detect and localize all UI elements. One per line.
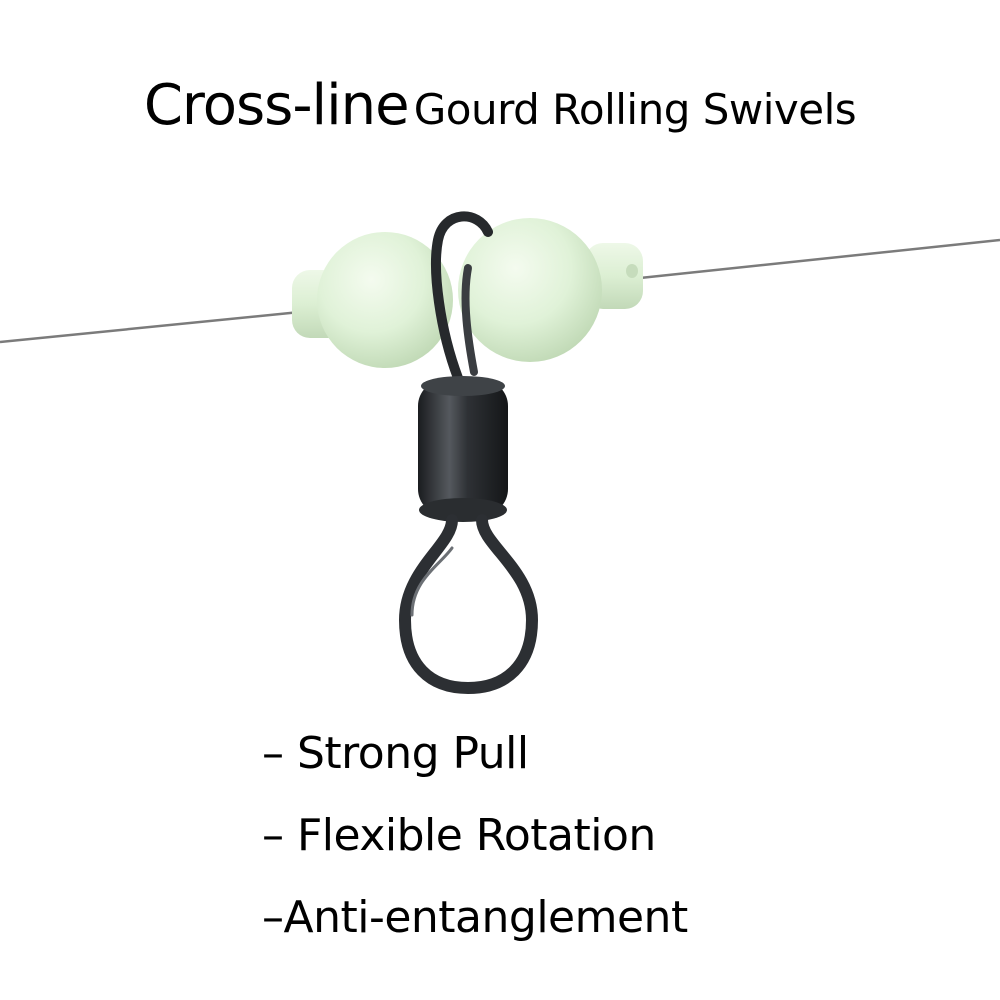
bottom-eye-loop	[398, 514, 539, 695]
page-title: Cross-line Gourd Rolling Swivels	[0, 78, 1000, 134]
feature-item: –Anti-entanglement	[262, 892, 688, 943]
feature-list: – Strong Pull – Flexible Rotation –Anti-…	[262, 732, 962, 978]
fishing-line-left	[0, 310, 301, 344]
bead-hole	[626, 264, 638, 278]
left-glow-bead	[317, 232, 453, 368]
swivel-barrel	[418, 380, 508, 515]
fishing-line-right	[639, 238, 1000, 280]
feature-item: – Strong Pull	[262, 728, 529, 779]
right-glow-bead	[458, 218, 602, 362]
barrel-top	[421, 376, 505, 396]
title-main: Cross-line	[143, 73, 410, 138]
title-rest: Gourd Rolling Swivels	[413, 85, 857, 134]
top-wire-loop	[431, 211, 493, 383]
feature-item: – Flexible Rotation	[262, 810, 656, 861]
barrel-bottom	[419, 498, 507, 522]
